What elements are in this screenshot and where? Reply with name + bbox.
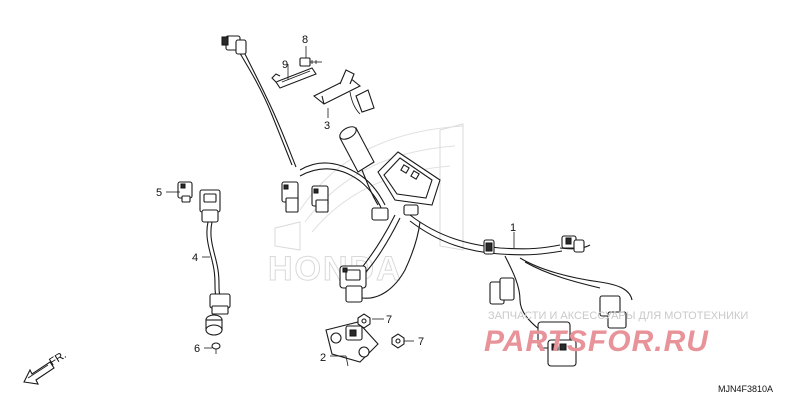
control-unit (371, 151, 441, 221)
callout-2: 2 (320, 352, 326, 364)
top-plug-connector (221, 35, 247, 55)
part-3-bracket (312, 69, 379, 206)
part-7-nuts (357, 313, 405, 349)
callout-4: 4 (192, 252, 198, 264)
callout-7-upper: 7 (386, 314, 392, 326)
part-6-screw (211, 342, 221, 354)
left-connector-pair (281, 181, 329, 213)
part-8-bolt (299, 57, 322, 67)
watermark-site: PARTSFOR.RU (484, 325, 709, 358)
harness-connectors (221, 35, 627, 367)
callout-1: 1 (510, 222, 516, 234)
lower-right-connectors (489, 277, 627, 367)
trunk-clamp (483, 239, 495, 255)
part-5-clip (177, 181, 193, 203)
leader-lines (166, 46, 515, 367)
lower-center-connector (339, 265, 367, 303)
partsfor-watermark: ЗАПЧАСТИ И АКСЕССУАРЫ ДЛЯ МОТОТЕХНИКИ PA… (484, 310, 748, 358)
part-9-strap (271, 67, 317, 89)
callout-9: 9 (282, 59, 288, 71)
callout-7-lower: 7 (418, 336, 424, 348)
part-2-sensor (325, 321, 379, 363)
callout-labels: 1 2 3 4 5 6 7 7 8 9 (156, 34, 516, 364)
front-direction-arrow: FR. (23, 349, 69, 385)
callout-5: 5 (156, 187, 162, 199)
part-4-sensor (199, 189, 231, 336)
callout-3: 3 (324, 120, 330, 132)
right-plug-connector (561, 235, 585, 253)
callout-6: 6 (194, 343, 200, 355)
honda-logo-text: HONDA (268, 250, 403, 288)
watermark-tagline: ЗАПЧАСТИ И АКСЕССУАРЫ ДЛЯ МОТОТЕХНИКИ (488, 310, 748, 322)
diagram-code: MJN4F3810A (718, 384, 773, 394)
callout-8: 8 (302, 34, 308, 46)
